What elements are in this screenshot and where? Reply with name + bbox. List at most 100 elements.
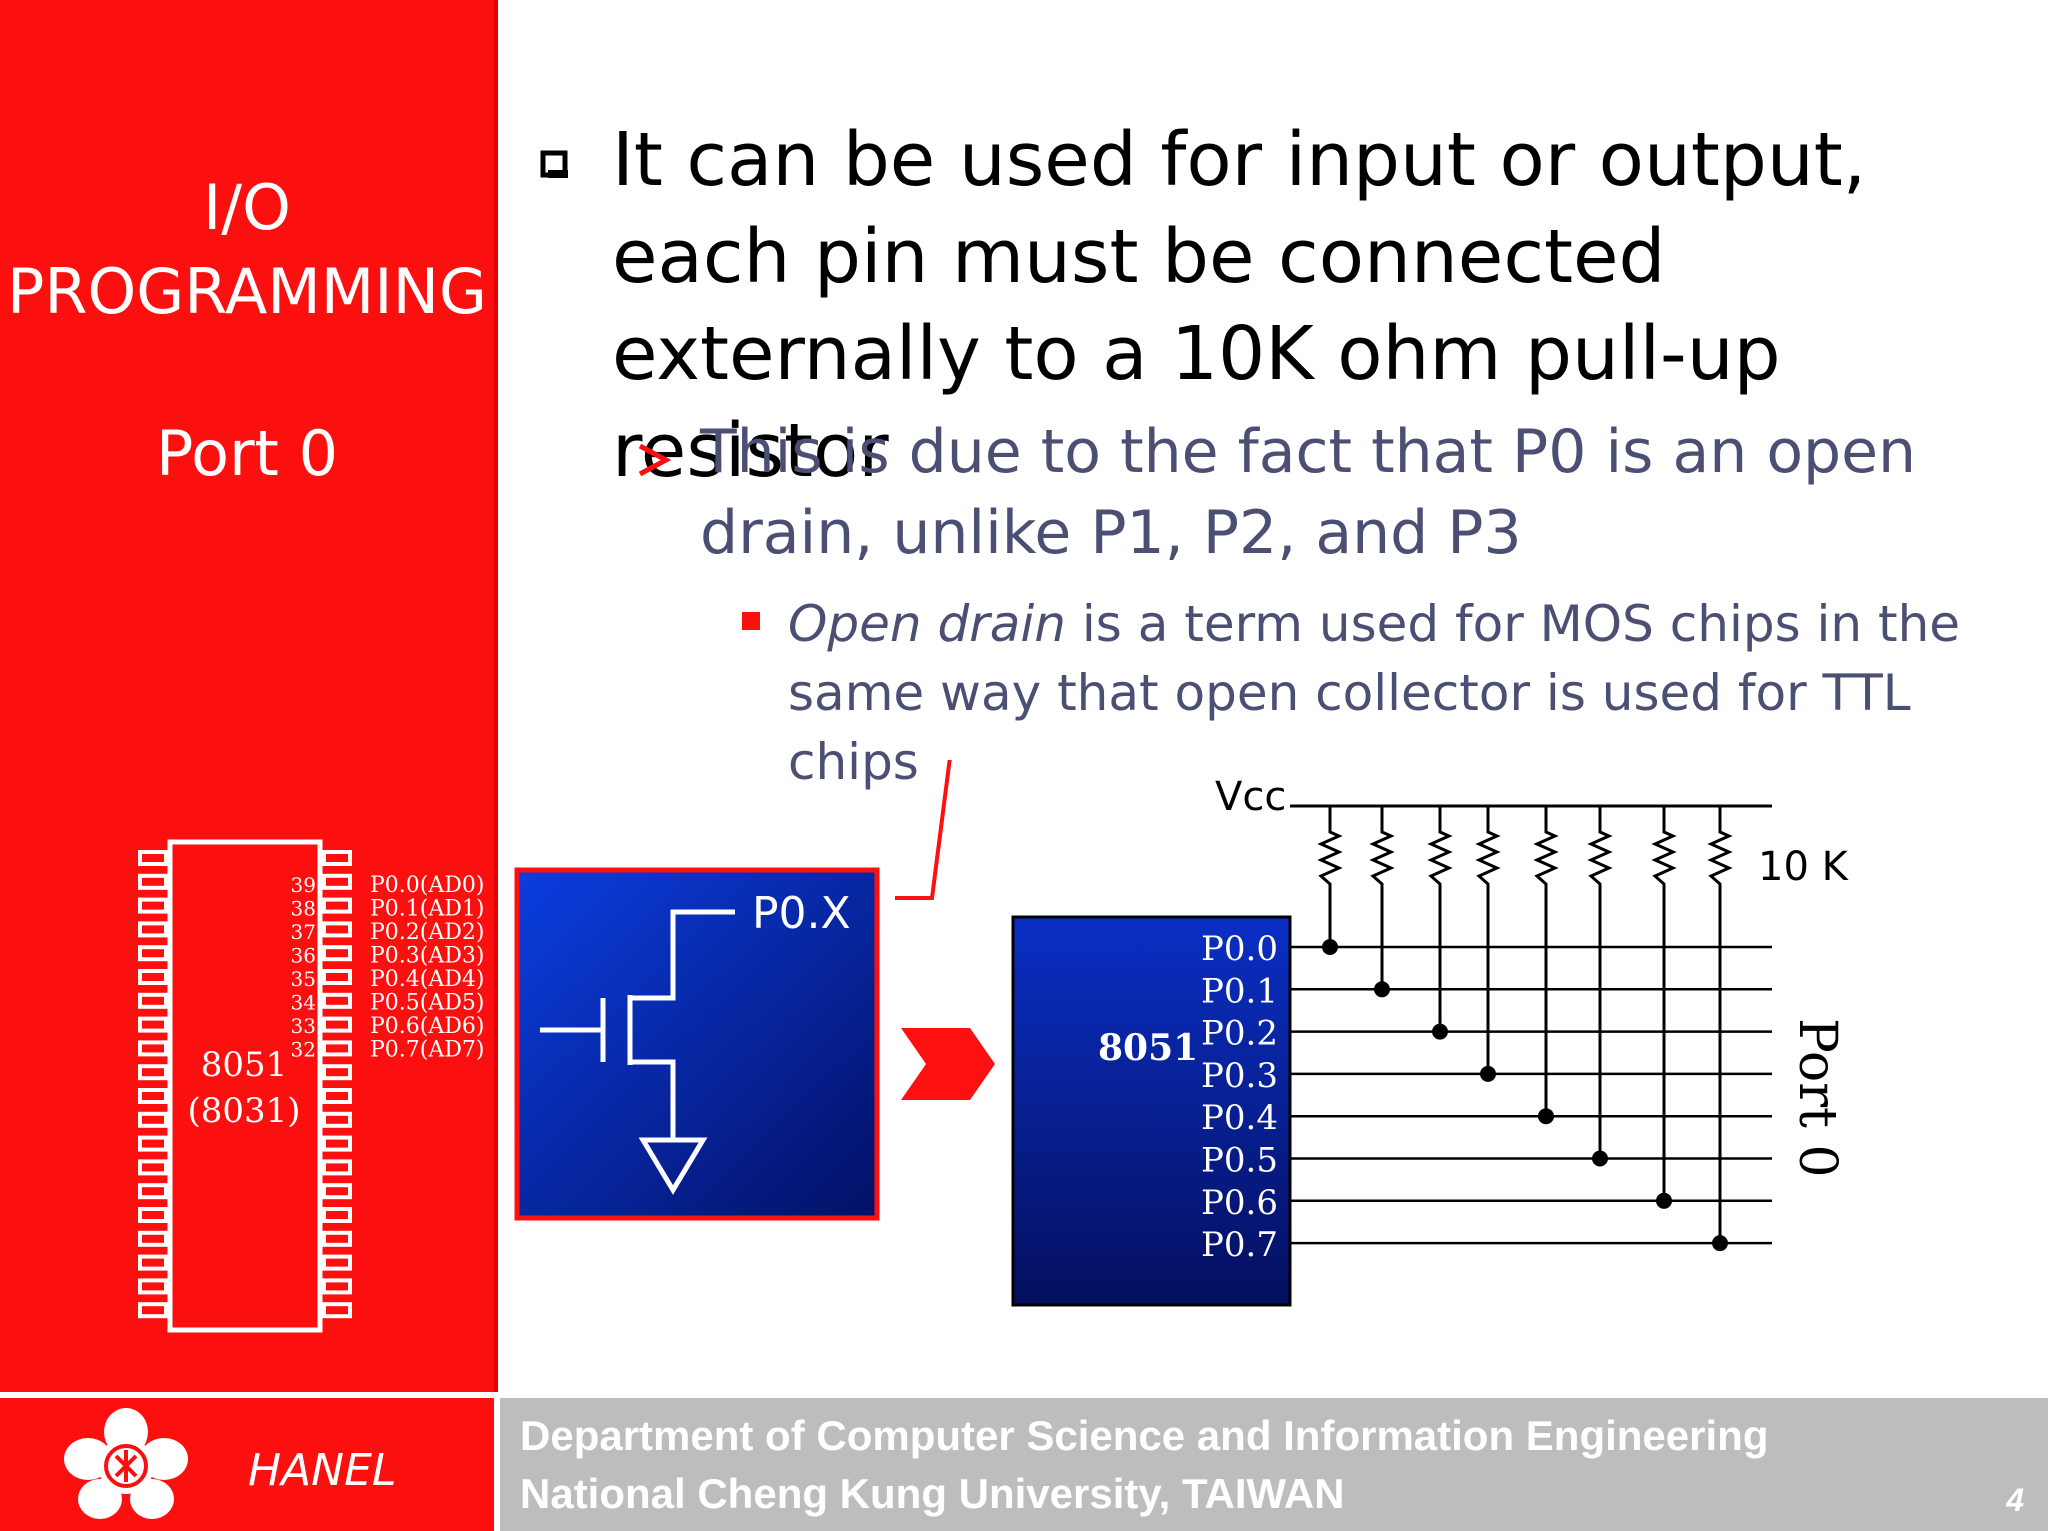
dip-leg-left <box>138 921 168 938</box>
dip-leg-right <box>322 1254 352 1271</box>
dip-pin-number: 38 <box>291 897 316 921</box>
dip-pin-label: P0.3(AD3) <box>370 944 484 969</box>
pullup-resistor-icon <box>1475 806 1501 1074</box>
sidebar-subtitle: Port 0 <box>155 417 339 490</box>
chip-pin-label: P0.4 <box>1201 1098 1278 1138</box>
sidebar-title-line2: PROGRAMMING <box>7 255 487 328</box>
dip-leg-left <box>138 969 168 985</box>
resistor-value-label: 10 K <box>1758 844 1850 890</box>
chip-pin-label: P0.6 <box>1201 1183 1278 1223</box>
bullet-subsub: Open drain is a term used for MOS chips … <box>788 590 2028 797</box>
transistor-box <box>514 867 880 1221</box>
chip-pin-label: P0.7 <box>1201 1225 1278 1265</box>
dip-leg-left <box>138 850 168 866</box>
callout-line <box>895 760 952 900</box>
chip-pin-label: P0.0 <box>1201 929 1278 969</box>
dip-leg-right <box>322 1207 352 1223</box>
vcc-label: Vcc <box>1215 774 1286 820</box>
dip-leg-left <box>138 1088 168 1104</box>
sidebar <box>0 0 498 1392</box>
dip-leg-right <box>322 992 352 1009</box>
dip-leg-left <box>138 897 168 914</box>
dip-leg-right <box>322 1183 352 1200</box>
junction-dot <box>1538 1108 1554 1125</box>
junction-dot <box>1592 1150 1608 1167</box>
dip-pin-number: 32 <box>291 1038 316 1062</box>
footer-info-bar <box>500 1398 2048 1531</box>
dip-leg-left <box>138 1016 168 1033</box>
dip-chip-legs <box>138 850 352 1319</box>
dip-leg-left <box>138 945 168 962</box>
dip-pin-label: P0.5(AD5) <box>370 991 484 1016</box>
dip-leg-left <box>138 1254 168 1271</box>
square-bullet-icon <box>540 150 568 178</box>
pullup-resistor-icon <box>1651 806 1677 1201</box>
junction-dot <box>1656 1192 1672 1209</box>
dip-chip-body <box>167 839 323 1333</box>
pullup-resistor-icon <box>1587 806 1613 1159</box>
dip-pin-number: 35 <box>291 967 316 991</box>
dip-leg-right <box>322 1302 352 1319</box>
dip-leg-left <box>138 992 168 1009</box>
port0-label: Port 0 <box>1787 1018 1847 1178</box>
dip-pin-number: 33 <box>291 1014 316 1038</box>
chip-pin-label: P0.2 <box>1201 1014 1278 1054</box>
open-drain-term: Open drain <box>788 595 1066 653</box>
dip-leg-right <box>322 897 352 914</box>
dip-leg-left <box>138 1230 168 1247</box>
dip-pin-label: P0.6(AD6) <box>370 1014 484 1039</box>
footer-university: National Cheng Kung University, TAIWAN <box>520 1470 1345 1517</box>
pullup-resistor-icon <box>1533 806 1559 1117</box>
junction-dot <box>1712 1235 1728 1252</box>
pullup-resistor-icon <box>1317 806 1343 947</box>
bullet-sub: This is due to the fact that P0 is an op… <box>700 417 1917 568</box>
junction-dot <box>1374 981 1390 998</box>
dip-leg-right <box>322 1111 352 1128</box>
dip-leg-right <box>322 1159 352 1176</box>
dip-chip-name: 8051 <box>201 1045 288 1085</box>
dip-pin-label: P0.4(AD4) <box>370 967 484 992</box>
chip-8051-label: 8051 <box>1098 1027 1198 1069</box>
nmos-transistor-icon <box>540 909 735 1195</box>
dip-leg-right <box>322 1230 352 1247</box>
university-logo-icon <box>64 1408 188 1519</box>
dip-pin-number: 36 <box>291 944 316 968</box>
dip-chip-alt-name: (8031) <box>187 1091 300 1131</box>
page-number: 4 <box>2006 1482 2024 1518</box>
chip-pin-label: P0.1 <box>1201 971 1278 1011</box>
dip-leg-left <box>138 1207 168 1223</box>
dip-leg-left <box>138 1040 168 1057</box>
chip-pin-label: P0.3 <box>1201 1056 1278 1096</box>
pullup-resistor-icon <box>1427 806 1453 1032</box>
dip-leg-right <box>322 1278 352 1295</box>
dip-pin-label: P0.0(AD0) <box>370 873 484 898</box>
bullet-subsub-text: is a term used for MOS chips in the same… <box>788 595 1961 791</box>
dip-pin-label: P0.2(AD2) <box>370 920 484 945</box>
dip-leg-right <box>322 1064 352 1081</box>
dip-leg-right <box>322 921 352 938</box>
dip-pin-number: 34 <box>291 991 316 1015</box>
junction-dot <box>1480 1065 1496 1082</box>
dip-leg-left <box>138 1159 168 1176</box>
dip-leg-right <box>322 969 352 985</box>
arrow-bullet-icon <box>638 443 672 477</box>
dip-pin-number: 37 <box>291 920 316 944</box>
junction-dot <box>1432 1023 1448 1040</box>
dip-leg-left <box>138 1135 168 1152</box>
small-square-bullet-icon <box>742 612 760 630</box>
dip-leg-left <box>138 1278 168 1295</box>
dip-leg-left <box>138 1064 168 1081</box>
footer-department: Department of Computer Science and Infor… <box>520 1412 1769 1459</box>
dip-leg-right <box>322 1016 352 1033</box>
dip-leg-right <box>322 1135 352 1152</box>
pullup-resistor-icon <box>1369 806 1395 990</box>
junction-dot <box>1322 939 1338 955</box>
dip-pin-label: P0.1(AD1) <box>370 897 484 922</box>
dip-leg-left <box>138 1183 168 1200</box>
chevron-arrow-icon <box>901 1028 995 1100</box>
dip-leg-right <box>322 873 352 890</box>
dip-leg-right <box>322 945 352 962</box>
footer-author: HANEL <box>248 1445 397 1496</box>
